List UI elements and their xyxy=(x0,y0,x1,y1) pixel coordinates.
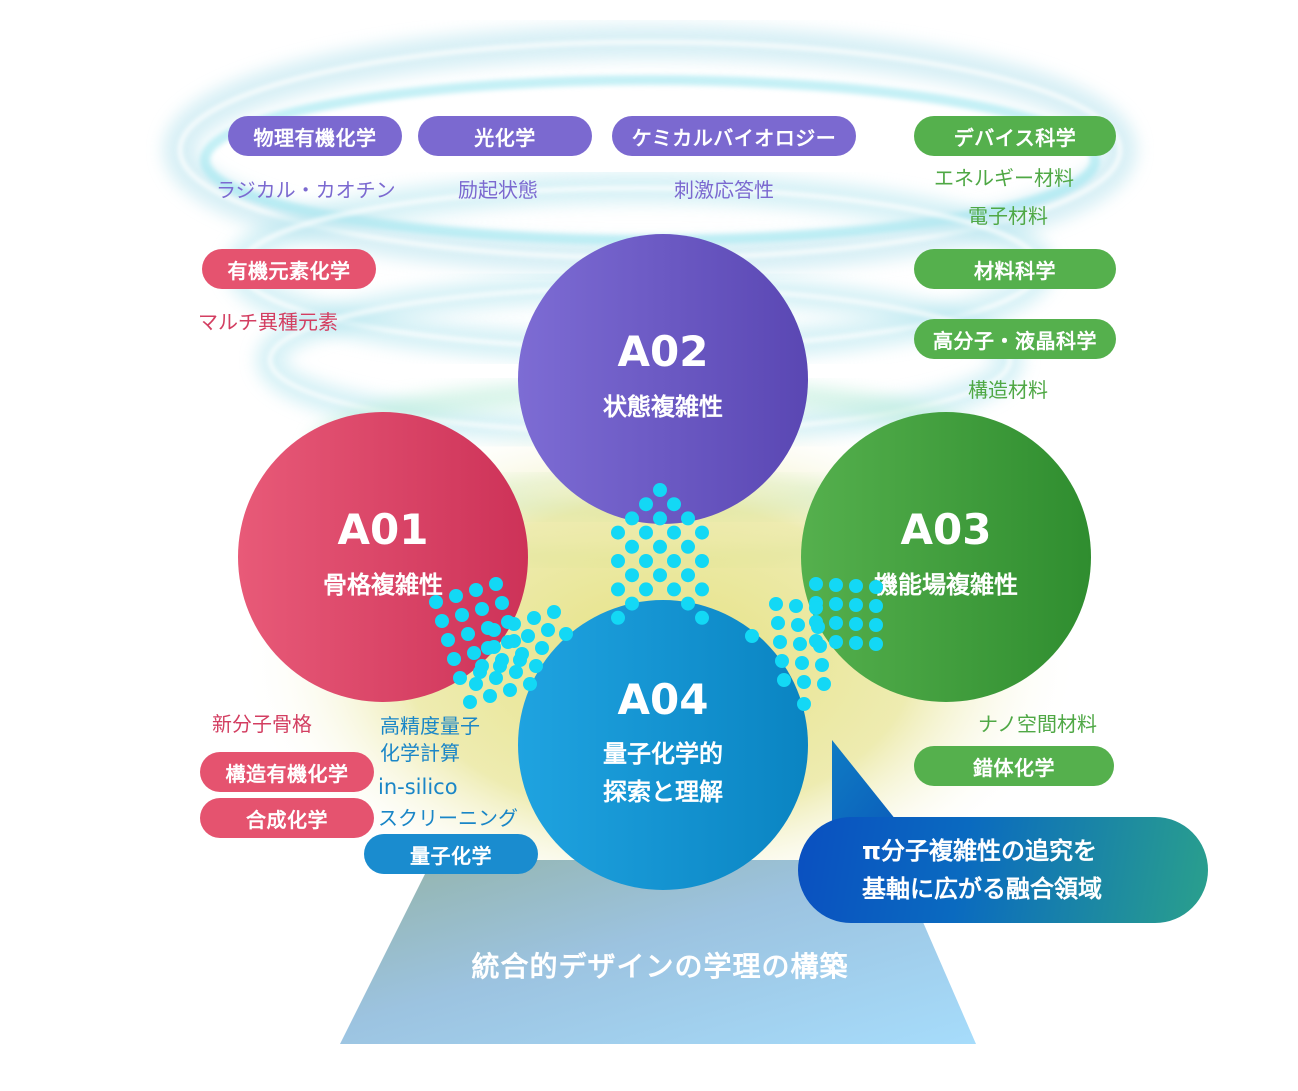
field-pill-materials-science[interactable]: 材料科学 xyxy=(914,249,1116,289)
field-pill-device-science[interactable]: デバイス科学 xyxy=(914,116,1116,156)
field-label-excited-state: 励起状態 xyxy=(458,178,538,202)
base-label: 統合的デザインの学理の構築 xyxy=(471,950,849,983)
field-label-chemical-calculation: 化学計算 xyxy=(380,741,460,765)
field-label-electronic-materials: 電子材料 xyxy=(968,204,1048,228)
callout-line2: 基軸に広がる融合領域 xyxy=(862,875,1102,903)
field-label-stimuli-response: 刺激応答性 xyxy=(674,178,774,202)
circle-a03-name: 機能場複雑性 xyxy=(874,571,1018,600)
field-label-multi-heteroelement: マルチ異種元素 xyxy=(198,310,338,334)
field-label-high-precision-quantum: 高精度量子 xyxy=(380,714,480,738)
field-pill-chemical-biology[interactable]: ケミカルバイオロジー xyxy=(612,116,856,156)
field-pill-physical-organic-chemistry[interactable]: 物理有機化学 xyxy=(228,116,402,156)
field-pill-coordination-chemistry[interactable]: 錯体化学 xyxy=(914,746,1114,786)
field-label-structural-materials: 構造材料 xyxy=(968,378,1048,402)
field-label-radical-cation: ラジカル・カオチン xyxy=(216,178,396,202)
field-label-screening: スクリーニング xyxy=(378,806,518,830)
circle-a02-name: 状態複雑性 xyxy=(603,393,723,422)
circle-a02-code: A02 xyxy=(617,327,709,377)
field-label-new-molecular-skeleton: 新分子骨格 xyxy=(212,712,312,736)
field-label-energy-materials: エネルギー材料 xyxy=(934,166,1074,190)
field-pill-photochemistry[interactable]: 光化学 xyxy=(418,116,592,156)
field-pill-synthetic-chemistry[interactable]: 合成化学 xyxy=(200,798,374,838)
circle-a03-code: A03 xyxy=(900,505,992,555)
circle-a01-name: 骨格複雑性 xyxy=(323,571,443,600)
callout-line1: π分子複雑性の追究を xyxy=(862,836,1097,865)
field-label-nanospace-materials: ナノ空間材料 xyxy=(978,712,1097,736)
circle-a02[interactable]: A02 状態複雑性 xyxy=(518,234,808,524)
circle-a01[interactable]: A01 骨格複雑性 xyxy=(238,412,528,702)
circle-a01-code: A01 xyxy=(337,505,429,555)
circle-a03[interactable]: A03 機能場複雑性 xyxy=(801,412,1091,702)
circle-a04-code: A04 xyxy=(617,674,709,724)
circle-a04-name-line2: 探索と理解 xyxy=(603,778,723,806)
field-label-in-silico: in-silico xyxy=(378,775,458,799)
circle-a04-name-line1: 量子化学的 xyxy=(603,739,723,768)
circle-a04[interactable]: A04 量子化学的 探索と理解 xyxy=(518,600,808,890)
field-pill-polymer-liquid-crystal[interactable]: 高分子・液晶科学 xyxy=(914,319,1116,359)
field-pill-quantum-chemistry[interactable]: 量子化学 xyxy=(364,834,538,874)
callout-bubble: π分子複雑性の追究を 基軸に広がる融合領域 xyxy=(798,817,1208,923)
field-pill-organoelement-chemistry[interactable]: 有機元素化学 xyxy=(202,249,376,289)
circle-a04-name: 量子化学的 探索と理解 xyxy=(603,735,723,812)
field-pill-structural-organic-chemistry[interactable]: 構造有機化学 xyxy=(200,752,374,792)
